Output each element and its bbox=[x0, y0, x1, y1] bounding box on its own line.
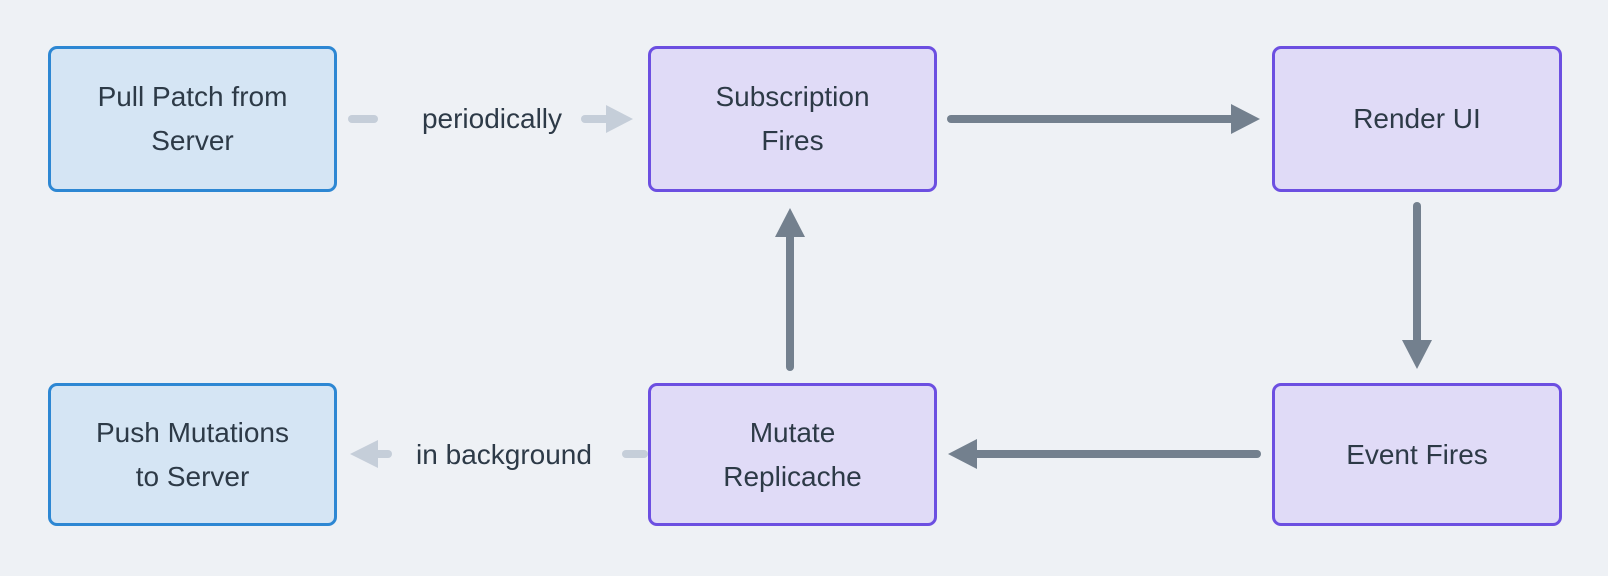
edge-label-periodically: periodically bbox=[421, 103, 563, 134]
node-mutate-replicache: Mutate Replicache bbox=[648, 383, 937, 526]
node-event-fires: Event Fires bbox=[1272, 383, 1562, 526]
node-subscription-fires: Subscription Fires bbox=[648, 46, 937, 192]
arrow-head-down-icon bbox=[1402, 340, 1432, 369]
arrow-head-up-icon bbox=[775, 208, 805, 237]
node-label: Pull Patch from Server bbox=[97, 81, 288, 156]
node-label: Subscription Fires bbox=[715, 81, 870, 156]
node-label: Mutate Replicache bbox=[723, 416, 862, 492]
node-pull-patch-from-server: Pull Patch from Server bbox=[48, 46, 337, 192]
arrow-mutate-to-subscription bbox=[775, 208, 805, 371]
arrow-head-right-icon bbox=[606, 105, 633, 133]
edge-label-in-background: in background bbox=[416, 439, 592, 470]
arrow-head-left-icon bbox=[350, 440, 378, 468]
node-label: Event Fires bbox=[1346, 438, 1488, 470]
node-label: Push Mutations to Server bbox=[96, 416, 289, 492]
node-label: Render UI bbox=[1353, 103, 1481, 134]
arrow-head-right-icon bbox=[1231, 104, 1260, 134]
node-push-mutations-to-server: Push Mutations to Server bbox=[48, 383, 337, 526]
node-render-ui: Render UI bbox=[1272, 46, 1562, 192]
arrow-subscription-to-render bbox=[947, 104, 1260, 134]
arrow-head-left-icon bbox=[948, 439, 977, 469]
arrow-render-to-event bbox=[1402, 202, 1432, 369]
arrow-event-to-mutate bbox=[948, 439, 1261, 469]
